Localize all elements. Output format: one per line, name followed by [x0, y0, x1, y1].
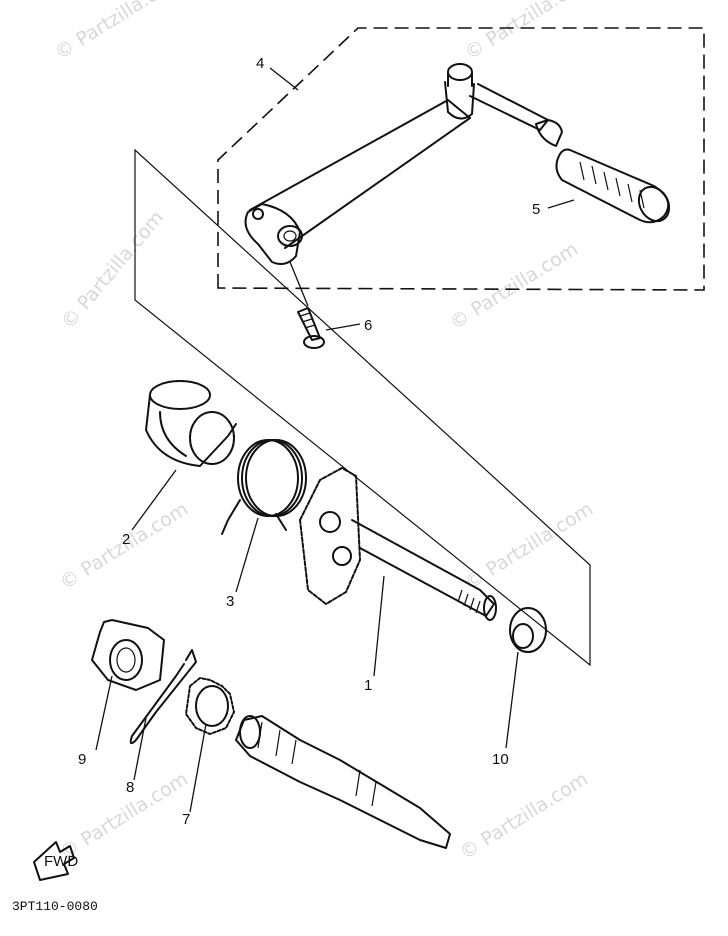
main-axle: [235, 715, 451, 849]
clip-spring: [129, 649, 197, 745]
callout-10: 10: [492, 751, 509, 768]
bolt: [297, 307, 325, 349]
washer: [509, 607, 547, 653]
callout-9: 9: [78, 751, 86, 768]
watermark: © Partzilla.com: [461, 0, 597, 64]
watermark: © Partzilla.com: [456, 768, 592, 864]
callout-5: 5: [532, 201, 540, 218]
kick-crank-arm: [244, 63, 563, 265]
kick-idle-gear: [185, 677, 235, 735]
kick-shaft: [299, 467, 497, 621]
watermark: © Partzilla.com: [51, 0, 187, 64]
leader-bolt-to-crank: [289, 261, 309, 307]
callout-6: 6: [364, 317, 372, 334]
drawing-code: 3PT110-0080: [12, 899, 98, 914]
watermark: © Partzilla.com: [56, 768, 192, 864]
watermark: © Partzilla.com: [57, 207, 168, 333]
leader-lines: [95, 67, 575, 813]
collar: [145, 380, 237, 467]
fwd-label: FWD: [44, 853, 78, 870]
ratchet: [91, 619, 165, 691]
watermark: © Partzilla.com: [461, 498, 597, 594]
callout-3: 3: [226, 593, 234, 610]
kick-grip: [555, 148, 671, 224]
watermark: © Partzilla.com: [446, 238, 582, 334]
callout-1: 1: [364, 677, 372, 694]
callout-4: 4: [256, 55, 264, 72]
callouts: 1 2 3 4 5 6 7 8 9 10: [78, 55, 540, 828]
fwd-arrow-icon: FWD: [33, 841, 78, 881]
torsion-spring: [221, 439, 307, 535]
callout-2: 2: [122, 531, 130, 548]
callout-8: 8: [126, 779, 134, 796]
kick-crank-assembly-outline: [217, 27, 705, 291]
kick-shaft-assembly-outline: [134, 148, 591, 667]
callout-7: 7: [182, 811, 190, 828]
